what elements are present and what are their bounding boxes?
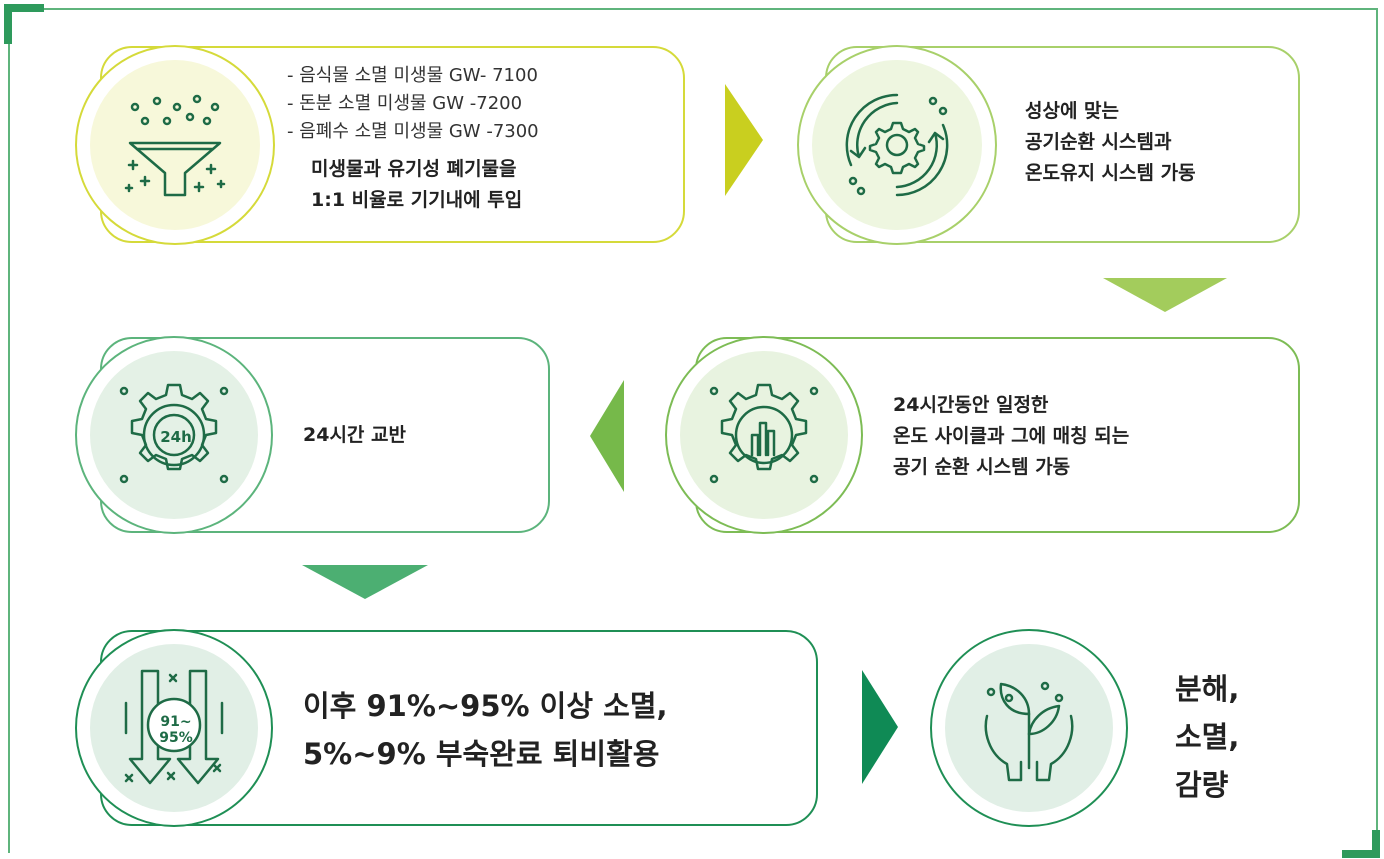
step4-text: 24시간 교반 — [303, 420, 533, 451]
step2-line: 성상에 맞는 — [1025, 100, 1120, 122]
step2-text: 성상에 맞는 공기순환 시스템과 온도유지 시스템 가동 — [1025, 96, 1285, 189]
gear-chart-icon — [709, 383, 819, 484]
step1-line: 미생물과 유기성 폐기물을 — [311, 158, 517, 180]
funnel-icon — [124, 94, 226, 197]
step1-circle — [75, 45, 275, 245]
step6-line: 분해, — [1175, 672, 1240, 706]
step6-line: 감량 — [1175, 768, 1229, 802]
step3-line: 24시간동안 일정한 — [893, 394, 1049, 416]
step2-circle — [797, 45, 997, 245]
step5-text: 이후 91%~95% 이상 소멸, 5%~9% 부숙완료 퇴비활용 — [303, 682, 803, 778]
step1-bullet: - 음폐수 소멸 미생물 GW -7300 — [287, 121, 539, 142]
step4-circle: 24h — [75, 336, 273, 534]
step5-badge-bottom: 95% — [159, 730, 193, 746]
step2-line: 온도유지 시스템 가동 — [1025, 162, 1196, 184]
step4-line: 24시간 교반 — [303, 424, 406, 446]
outer-frame — [8, 8, 1378, 853]
step3-circle — [665, 336, 863, 534]
step1-line: 1:1 비율로 기기내에 투입 — [311, 189, 523, 211]
step6-text: 분해, 소멸, 감량 — [1175, 665, 1295, 809]
corner-mark-top-left-v — [4, 4, 12, 44]
step5-line: 5%~9% 부숙완료 퇴비활용 — [303, 737, 660, 771]
step1-text: - 음식물 소멸 미생물 GW- 7100 - 돈분 소멸 미생물 GW -72… — [287, 62, 677, 216]
step6-line: 소멸, — [1175, 720, 1240, 754]
step1-bullet: - 돈분 소멸 미생물 GW -7200 — [287, 93, 523, 114]
step5-line: 이후 91%~95% 이상 소멸, — [303, 689, 668, 723]
step5-circle: 91~ 95% — [75, 629, 273, 827]
reduction-arrows-icon — [124, 669, 224, 785]
step1-bullet: - 음식물 소멸 미생물 GW- 7100 — [287, 65, 538, 86]
gear-cycle-icon — [845, 93, 949, 197]
arrow-right-1 — [725, 84, 763, 196]
step3-line: 공기 순환 시스템 가동 — [893, 456, 1071, 478]
corner-mark-bottom-right — [1342, 850, 1380, 858]
step3-text: 24시간동안 일정한 온도 사이클과 그에 매칭 되는 공기 순환 시스템 가동 — [893, 390, 1293, 483]
step6-circle — [930, 629, 1128, 827]
hands-plant-icon — [984, 681, 1074, 782]
corner-mark-top-left — [4, 4, 44, 12]
arrow-down-2 — [302, 565, 428, 599]
step5-badge-top: 91~ — [160, 714, 192, 730]
arrow-down-1 — [1103, 278, 1227, 312]
step4-badge: 24h — [160, 428, 192, 446]
corner-mark-bottom-right-v — [1372, 830, 1380, 858]
arrow-right-2 — [862, 670, 898, 784]
step3-line: 온도 사이클과 그에 매칭 되는 — [893, 425, 1130, 447]
arrow-left — [590, 380, 624, 492]
step2-line: 공기순환 시스템과 — [1025, 131, 1172, 153]
gear-24h-icon — [119, 383, 229, 484]
